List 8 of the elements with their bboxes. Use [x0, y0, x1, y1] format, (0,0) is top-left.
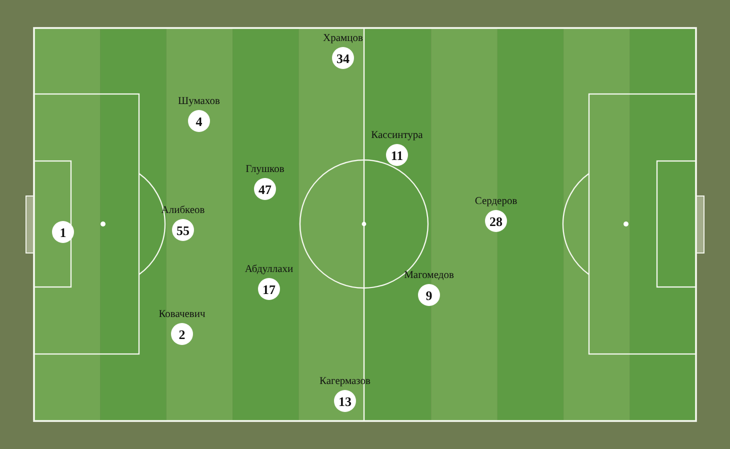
player-name: Магомедов — [404, 270, 454, 282]
player-name: Абдуллахи — [244, 264, 294, 276]
player-name: Храмцов — [323, 33, 363, 45]
player-name: Сердеров — [474, 196, 518, 208]
player-name: Кассинтура — [371, 130, 423, 142]
player-name: Ковачевич — [158, 309, 206, 321]
player-name: Глушков — [246, 164, 284, 176]
player-name: Шумахов — [178, 96, 220, 108]
